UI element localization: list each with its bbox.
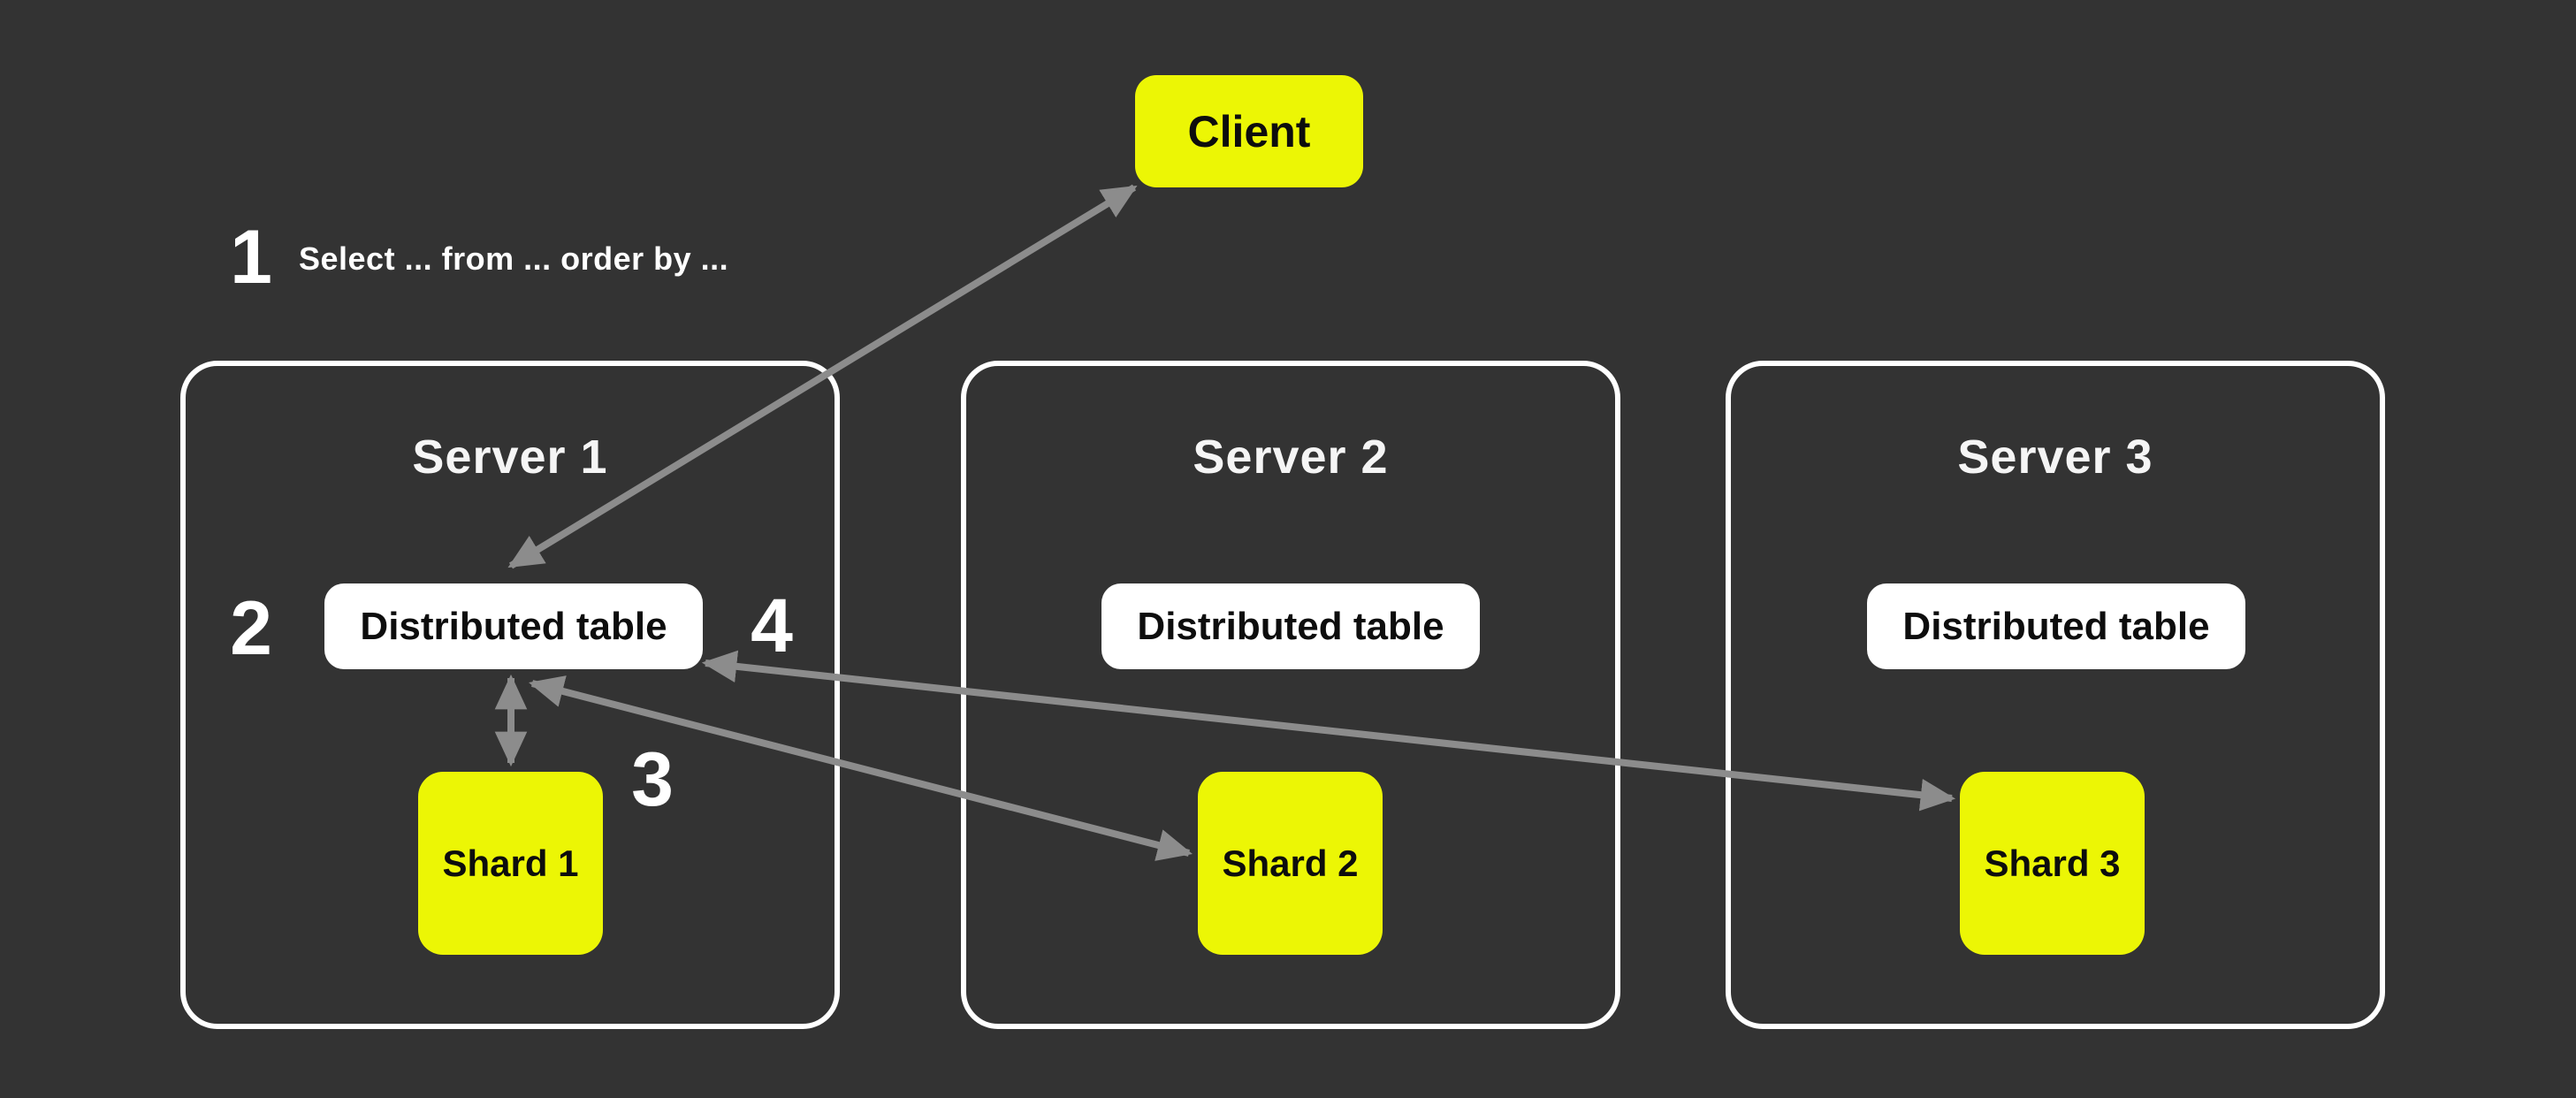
shard-2-label: Shard 2 (1222, 842, 1359, 884)
step3-number: 3 (631, 737, 674, 822)
server3-distributed-table-label: Distributed table (1902, 604, 2210, 648)
client-label: Client (1187, 106, 1311, 156)
server1-distributed-table: Distributed table (324, 583, 703, 669)
server1-title: Server 1 (412, 431, 608, 484)
shard-3-label: Shard 3 (1984, 842, 2121, 884)
shard-2-node: Shard 2 (1198, 772, 1383, 955)
step4-number: 4 (751, 583, 793, 668)
shard-3-node: Shard 3 (1960, 772, 2145, 955)
step1-number: 1 (230, 215, 272, 300)
step2-number: 2 (230, 586, 272, 671)
server3-title: Server 3 (1957, 431, 2153, 484)
shard-1-label: Shard 1 (442, 842, 579, 884)
server2-distributed-table-label: Distributed table (1137, 604, 1444, 648)
step1-query-text: Select ... from ... order by ... (299, 240, 729, 277)
server2-distributed-table: Distributed table (1101, 583, 1480, 669)
server3-distributed-table: Distributed table (1867, 583, 2245, 669)
server2-title: Server 2 (1193, 431, 1389, 484)
shard-1-node: Shard 1 (418, 772, 603, 955)
client-node: Client (1135, 75, 1363, 187)
server1-distributed-table-label: Distributed table (360, 604, 667, 648)
